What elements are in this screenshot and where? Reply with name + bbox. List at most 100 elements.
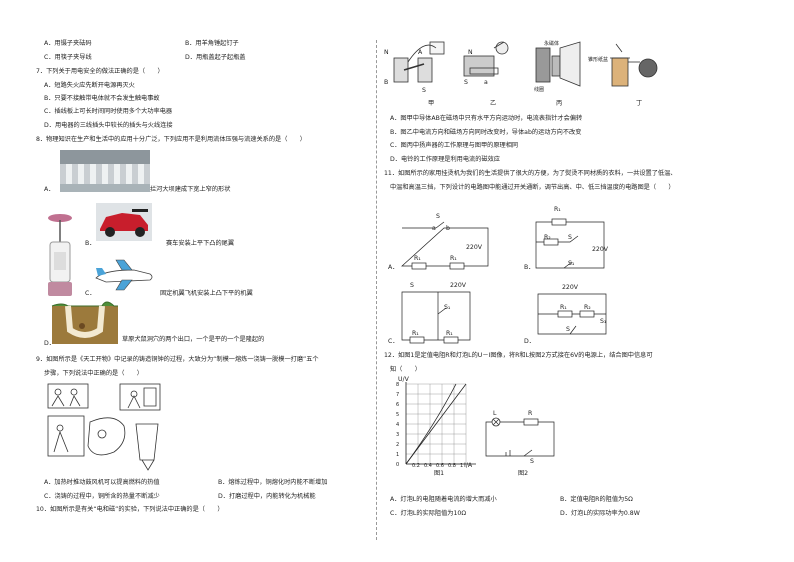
graph-xtick: 0.8 <box>448 463 456 469</box>
q10-option-a: A．图甲中导体AB在磁场中只有水平方向运动时，电流表指针才会偏转 <box>390 115 583 122</box>
q12-option-b: B．定值电阻R的阻值为5Ω <box>560 496 633 503</box>
q12-stem-line1: 12．如图1是定值电阻R和灯泡L的U－I图像，将R和L按图2方式接在6V的电源上… <box>384 352 653 359</box>
q10-option-b: B．图乙中电流方向和磁场方向同时改变时，导体ab的运动方向不改变 <box>390 129 582 136</box>
airplane-image <box>95 259 153 291</box>
circuit-b-voltage: 220V <box>592 246 609 253</box>
q9-option-c: C．浇铸的过程中，铜所含的热量不断减少 <box>44 493 160 500</box>
circuit-a-b-label: b <box>446 225 450 232</box>
graph-xlabel: I/A <box>464 462 473 469</box>
svg-text:N: N <box>384 49 389 56</box>
circuit-a-r1-label: R₁ <box>414 255 421 262</box>
q11-option-a: A． <box>388 264 399 271</box>
q11-option-d: D． <box>524 338 535 345</box>
q12-option-d: D．灯泡L的实际功率为0.8W <box>560 510 640 517</box>
q7-stem: 7．下列关于用电安全的做法正确的是（ ） <box>36 68 164 75</box>
graph-ytick: 8 <box>396 382 400 388</box>
q9-stem-line1: 9．如图所示是《天工开物》中记录的铸造铜钟的过程，大致分为“制模一熔炼一浇铸一脱… <box>36 356 319 363</box>
svg-text:S: S <box>422 87 426 94</box>
graph-ytick: 0 <box>396 462 400 468</box>
circuit-d-voltage: 220V <box>562 284 579 291</box>
circuit-c-r1-label: R₁ <box>412 330 419 337</box>
q10-figures: N A B S N a S <box>384 41 658 94</box>
graph-xtick: 0.4 <box>424 463 432 469</box>
q9-option-b: B．熔炼过程中，铜熔化时内能不断增加 <box>218 479 328 486</box>
q12-option-c: C．灯泡L的实际阻值为10Ω <box>390 510 467 517</box>
circuit-b-s1-label: S₁ <box>568 260 575 267</box>
graph-xtick: 1 <box>460 463 464 469</box>
q8-c-text: 固定机翼飞机安装上凸下平的机翼 <box>160 290 253 297</box>
q8-b-text: 赛车安装上平下凸的尾翼 <box>166 240 235 247</box>
circuit-d <box>537 293 607 335</box>
q8-d-text: 草原犬鼠洞穴的两个出口，一个是平的一个是隆起的 <box>122 336 265 343</box>
circuit-c <box>401 291 471 344</box>
circuit-b-r1-label: R₁ <box>554 206 561 213</box>
q8-option-d: D． <box>44 340 55 347</box>
graph-xtick: 0.2 <box>412 463 420 469</box>
q7-option-c: C．插线板上可长时间同时使用多个大功率电器 <box>44 108 173 115</box>
q11-stem-line1: 11．如图所示的家用挂烫机为我们的生活提供了很大的方便，为了熨烫不同材质的衣料，… <box>384 170 677 177</box>
q10-stem: 10．如图所示是有关“电和磁”的实验，下列说法中正确的是（ ） <box>36 506 224 513</box>
q11-stem-line2: 中温和高温三挡，下列设计的电路图中能通过开关通断，调节出高、中、低三挡温度的电路… <box>390 184 675 191</box>
fig1-label: 图1 <box>434 470 445 477</box>
circuit-a-r1b-label: R₁ <box>450 255 457 262</box>
fig2-r-label: R <box>528 410 533 417</box>
q6-option-a: A．用镊子夹砝码 <box>44 40 92 47</box>
circuit-d-r2-label: R₂ <box>584 304 591 311</box>
circuit-a <box>401 221 489 270</box>
column-divider <box>376 40 377 540</box>
q7-option-b: B．只要不接触带电体就不会发生触电事故 <box>44 95 160 102</box>
q6-option-d: D．用瓶盖起子起瓶盖 <box>185 54 246 61</box>
q6-option-c: C．用筷子夹导线 <box>44 54 92 61</box>
circuit-d-s-label: S <box>566 326 570 333</box>
fig-bing-label: 丙 <box>556 100 563 107</box>
graph-ytick: 1 <box>396 452 400 458</box>
q9-option-d: D．打磨过程中，内能转化为机械能 <box>218 493 316 500</box>
circuit-a-a-label: a <box>432 225 436 232</box>
circuit-c-voltage: 220V <box>450 282 467 289</box>
q11-option-c: C． <box>388 338 399 345</box>
fig-bing-cone-label: 锥形纸盆 <box>588 57 609 63</box>
u-i-graph <box>405 382 476 465</box>
svg-text:B: B <box>384 79 388 86</box>
fig2-l-label: L <box>493 410 497 417</box>
graph-ytick: 5 <box>396 412 400 418</box>
circuit-b <box>535 218 605 269</box>
circuit-c-r1b-label: R₁ <box>446 330 453 337</box>
q10-option-d: D．电铃的工作原理是利用电流的磁效应 <box>390 156 500 163</box>
fig2-label: 图2 <box>518 470 529 477</box>
circuit-b-r2-label: R₂ <box>544 234 551 241</box>
q8-option-c: C． <box>85 290 96 297</box>
circuit-a-switch-label: S <box>436 213 440 220</box>
circuit-d-s1-label: S₁ <box>600 318 607 325</box>
q9-stem-line2: 步骤，下列说法中正确的是（ ） <box>44 370 143 377</box>
dam-image <box>60 150 150 192</box>
fig-bing-coil-label: 线圈 <box>534 87 545 93</box>
q12-stem-line2: 知（ ） <box>390 366 421 373</box>
graph-ytick: 2 <box>396 442 400 448</box>
q8-option-b: B． <box>85 240 96 247</box>
fig2-s-label: S <box>530 458 534 465</box>
graph-xtick: 0.6 <box>436 463 444 469</box>
q9-option-a: A．加热时推动鼓风机可以提高燃料的热值 <box>44 479 160 486</box>
circuit-d-r1-label: R₁ <box>560 304 567 311</box>
q8-stem: 8．物理知识在生产和生活中的应用十分广泛，下列应用不是利用流体压强与流速关系的是… <box>36 136 306 143</box>
fig-ding-label: 丁 <box>636 100 643 107</box>
q8-a-text: 拦河大坝建成下宽上窄的形状 <box>150 186 231 193</box>
graph-ytick: 6 <box>396 402 400 408</box>
race-car-image <box>96 203 152 241</box>
fig-yi-label: 乙 <box>490 100 497 107</box>
casting-illustrations <box>47 383 161 471</box>
q6-option-b: B．用羊角锤起钉子 <box>185 40 239 47</box>
svg-text:a: a <box>484 79 488 86</box>
q7-option-d: D．用电器的三线插头中较长的插头与火线连接 <box>44 122 173 129</box>
graph-ytick: 7 <box>396 392 400 398</box>
graph-ytick: 3 <box>396 432 400 438</box>
q7-option-a: A．短路失火应先断开电源再灭火 <box>44 82 135 89</box>
graph-ytick: 4 <box>396 422 400 428</box>
circuit-c-s1-label: S₁ <box>444 304 451 311</box>
svg-text:S: S <box>464 79 468 86</box>
q10-option-c: C．图丙中扬声器的工作原理与图甲的原理相同 <box>390 142 519 149</box>
circuit-a-voltage: 220V <box>466 244 483 251</box>
fig-jia-label: 甲 <box>428 100 435 107</box>
fig2-circuit <box>485 417 555 457</box>
